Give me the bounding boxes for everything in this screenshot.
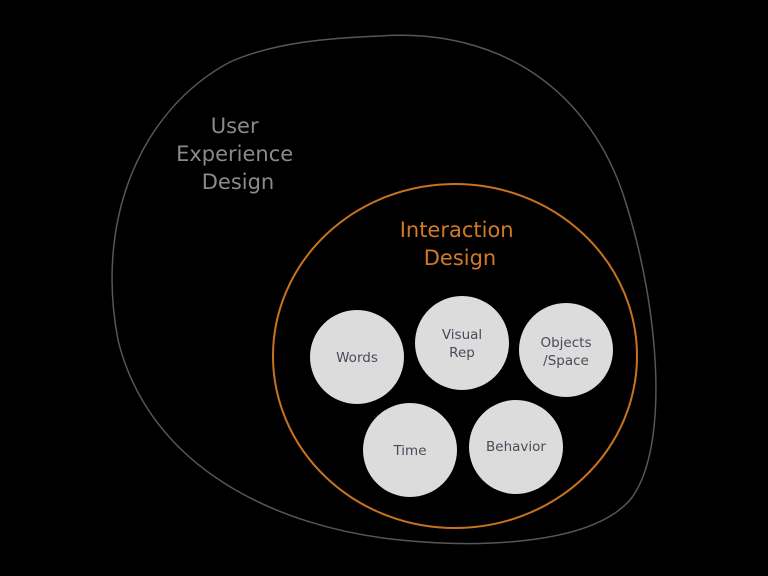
bubble-label: Visual	[442, 327, 482, 343]
bubble-visual-rep: Visual Rep	[415, 296, 509, 390]
bubble-time: Time	[363, 403, 457, 497]
bubble-behavior: Behavior	[469, 400, 563, 494]
bubble-label: Rep	[449, 345, 475, 361]
ux-label-line: Design	[202, 170, 275, 194]
ixd-label-line: Interaction	[400, 218, 514, 242]
ux-label-line: Experience	[176, 142, 293, 166]
bubble-objects-space: Objects /Space	[519, 303, 613, 397]
bubble-words: Words	[310, 310, 404, 404]
user-experience-boundary	[111, 34, 657, 545]
bubble-label: Words	[336, 350, 378, 366]
ixd-label: Interaction Design	[400, 218, 521, 270]
interaction-design-boundary	[272, 183, 638, 529]
ux-label-line: User	[211, 114, 259, 138]
bubble-label: Behavior	[486, 439, 546, 455]
ixd-label-line: Design	[424, 246, 497, 270]
bubble-label: Time	[392, 443, 426, 459]
bubble-label: Objects	[540, 335, 591, 351]
ux-label: User Experience Design	[176, 114, 300, 194]
bubble-label: /Space	[543, 353, 589, 369]
